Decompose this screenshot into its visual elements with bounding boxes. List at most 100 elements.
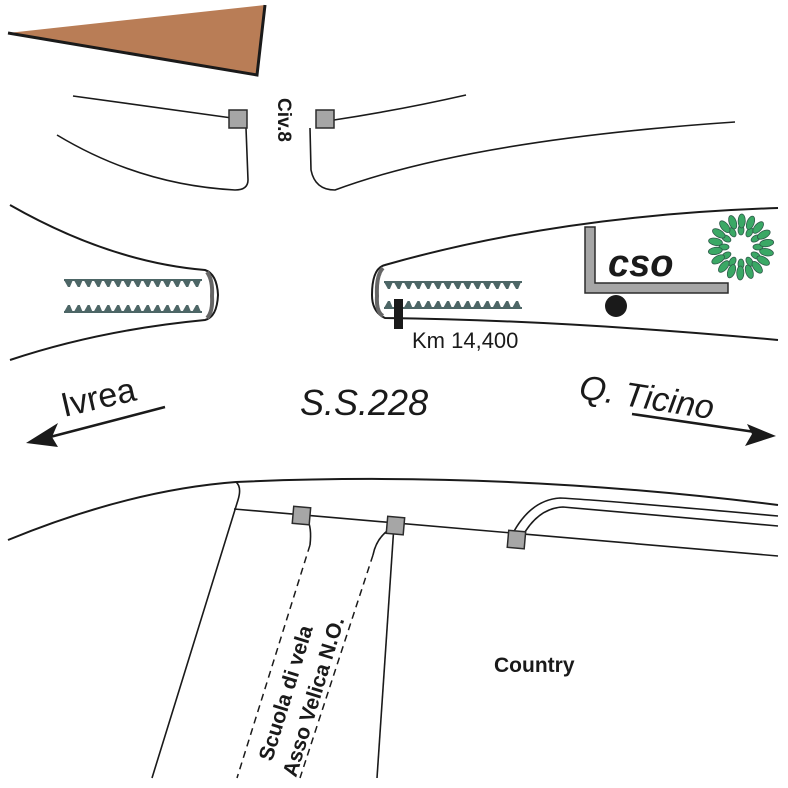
hedge-tooth [413,301,423,308]
hedge-tooth [462,301,472,308]
junction-curb [151,481,241,779]
arrow-left-icon-shaft [49,405,166,439]
hedge-tooth [384,301,393,308]
hedge-tooth [423,282,433,289]
hedge-tooth [453,282,462,289]
cso-sign-frame [584,226,729,294]
hedge-tooth [83,280,93,287]
hedge-tooth [413,282,423,289]
tree-icon [707,213,775,281]
hedge-tooth [113,305,123,312]
hedge-tooth [83,305,93,312]
leaf [708,237,723,246]
hedge-tooth [453,301,462,308]
hedge-tooth [93,305,103,312]
hedge-tooth [512,301,521,308]
leaf [744,264,754,279]
leaf [726,264,737,279]
hedge-left [64,279,202,313]
hedge-tooth [64,280,73,287]
road-name-label: S.S.228 [300,382,428,423]
hedge-tooth [142,280,152,287]
hedge-tooth [393,282,403,289]
hedge-tooth [123,305,132,312]
hedge-tooth [73,280,83,287]
leaf [759,238,775,248]
hedge-tooth [182,305,192,312]
hedge-tooth [502,282,512,289]
hedge-tooth [172,280,182,287]
direction-east-label: Q. Ticino [577,368,717,427]
leaf [751,261,763,274]
hedge-tooth [123,280,132,287]
leaf [756,255,770,266]
hedge-tooth [512,282,521,289]
hedge-tooth [462,282,472,289]
hedge-tooth [403,301,413,308]
hedge-tooth [152,305,162,312]
gate-post-right [315,109,335,129]
island-curb-left [205,270,215,320]
driveway-right-top [333,94,467,121]
km-post-icon [394,299,403,329]
leaf [707,246,723,256]
area-label: Country [494,654,575,677]
civic-number-label: Civ.8 [273,98,294,142]
hedge-tooth [502,301,512,308]
leaf [757,229,771,240]
cso-label: CSO [608,243,673,285]
driveway-left-top [72,95,233,119]
hedge-tooth [73,305,83,312]
hedge-tooth [103,305,113,312]
gate-post-east [506,529,527,550]
leaf [737,213,746,229]
gate-post-sailing-1 [291,505,312,526]
road-upper-left-edge [9,204,220,361]
km-marker-label: Km 14,400 [412,328,518,353]
hedge-tooth [103,280,113,287]
lane-east-outer [511,497,779,536]
hedge-tooth [443,301,452,308]
driveway-right-bottom [309,121,736,191]
island-curb-right [374,266,385,318]
hedge-tooth [152,280,162,287]
hedge-tooth [182,280,192,287]
hedge-tooth [192,280,201,287]
leaf [728,215,738,230]
hedge-tooth [423,301,433,308]
hedge-tooth [113,280,123,287]
hedge-tooth [172,305,182,312]
gate-post-sailing-2 [385,515,406,536]
hedge-tooth [93,280,103,287]
arrow-right-icon [745,424,776,446]
leaf [718,260,730,273]
building-roof [8,5,265,75]
arrow-right-icon-shaft [631,412,756,434]
leaf [752,221,764,234]
gate-post-left [228,109,248,129]
hedge-tooth [162,280,172,287]
dashed-path-right [299,554,374,779]
hedge-tooth [443,282,452,289]
leaf [736,265,745,281]
roof-edge [7,4,267,77]
hedge-tooth [64,305,73,312]
road-upper-right-edge [370,207,779,341]
leaf [759,248,774,257]
leaf [711,254,725,265]
hedge-tooth [482,282,492,289]
hedge-tooth [403,282,413,289]
leaf [719,220,731,233]
path-right [376,524,395,779]
hedge-tooth [433,282,443,289]
hedge-tooth [142,305,152,312]
hedge-tooth [482,301,492,308]
hedge-tooth [472,301,482,308]
leaf [712,228,726,239]
road-lower-edge [7,477,779,541]
hedge-right [384,281,522,309]
hedge-tooth [133,280,142,287]
hedge-tooth [492,282,502,289]
hedge-tooth [433,301,443,308]
